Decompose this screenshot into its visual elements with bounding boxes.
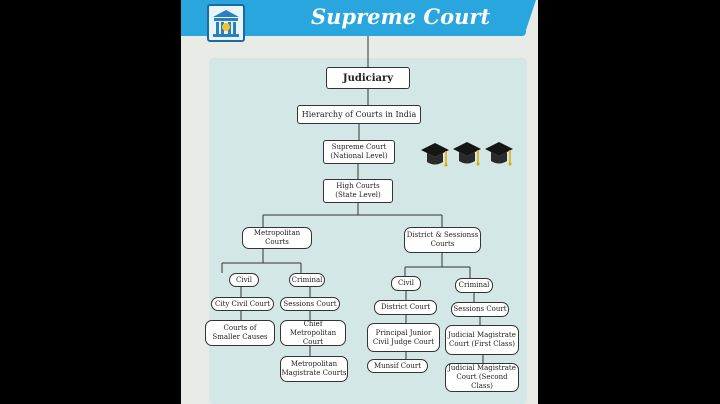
district-civil-box: Civil (391, 276, 421, 291)
chief-metropolitan-court-box: Chief Metropolitan Court (280, 320, 346, 346)
district-sessions-court-box: Sessions Court (451, 302, 509, 317)
munsif-court-box: Munsif Court (367, 359, 428, 373)
city-civil-court-box: City Civil Court (211, 297, 274, 311)
hierarchy-box: Hierarchy of Courts in India (297, 105, 421, 124)
district-court-box: District Court (374, 300, 437, 315)
judiciary-box: Judiciary (326, 67, 410, 89)
connector-lines (221, 36, 484, 363)
smaller-causes-box: Courts of Smaller Causes (205, 320, 275, 346)
graduation-cap-icon (485, 142, 513, 166)
title-banner: Supreme Court (181, 0, 536, 42)
high-courts-box: High Courts (State Level) (323, 179, 393, 203)
principal-junior-civil-judge-box: Principal Junior Civil Judge Court (367, 323, 440, 352)
metro-criminal-box: Criminal (289, 273, 325, 287)
metro-sessions-court-box: Sessions Court (280, 297, 340, 311)
district-sessions-courts-box: District & Sessionss Courts (404, 227, 481, 253)
textbook-page: Supreme Court (181, 0, 538, 404)
district-criminal-box: Criminal (455, 278, 493, 293)
judicial-magistrate-first-class-box: Judicial Magistrate Court (First Class) (445, 325, 519, 355)
bank-icon (207, 4, 245, 42)
page-title: Supreme Court (311, 4, 491, 29)
graduation-cap-icon (421, 143, 449, 167)
metropolitan-courts-box: Metropolitan Courts (242, 227, 312, 249)
graduation-cap-icon (453, 142, 481, 166)
judicial-magistrate-second-class-box: Judicial Magistrate Court (Second Class) (445, 363, 519, 392)
metro-civil-box: Civil (229, 273, 259, 287)
graduation-caps (419, 138, 519, 176)
supreme-court-box: Supreme Court (National Level) (323, 140, 395, 164)
metropolitan-magistrate-courts-box: Metropolitan Magistrate Courts (280, 356, 348, 382)
